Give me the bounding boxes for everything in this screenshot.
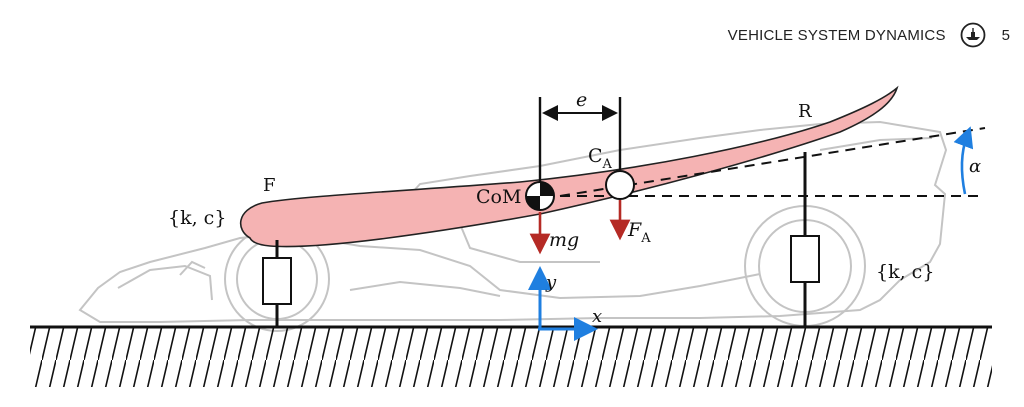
offset-label: e [576, 89, 587, 111]
rear-label: R [798, 101, 812, 122]
x-axis-label: x [592, 306, 602, 327]
journal-logo-icon [960, 22, 986, 48]
front-spring-damper-label: {k, c} [168, 207, 226, 229]
wing-body [239, 85, 899, 248]
com-symbol [525, 181, 555, 211]
rear-spring-damper-label: {k, c} [876, 261, 934, 283]
page-header: VEHICLE SYSTEM DYNAMICS 5 [728, 22, 1010, 48]
weight-label: mg [549, 229, 579, 251]
offset-dimension [538, 97, 622, 182]
journal-title: VEHICLE SYSTEM DYNAMICS [727, 26, 946, 44]
pitch-angle-arrow [953, 126, 974, 195]
front-suspension [262, 240, 292, 327]
rear-suspension [790, 152, 820, 327]
aero-centre-label: CA [588, 145, 613, 172]
aero-centre-symbol [605, 170, 635, 200]
ground [0, 325, 1024, 387]
page-number: 5 [1001, 26, 1010, 44]
front-label: F [263, 175, 276, 196]
aero-force-label: FA [627, 219, 651, 246]
pitch-angle-label: α [969, 156, 981, 177]
y-axis-label: y [545, 272, 557, 293]
com-label: CoM [476, 186, 521, 208]
